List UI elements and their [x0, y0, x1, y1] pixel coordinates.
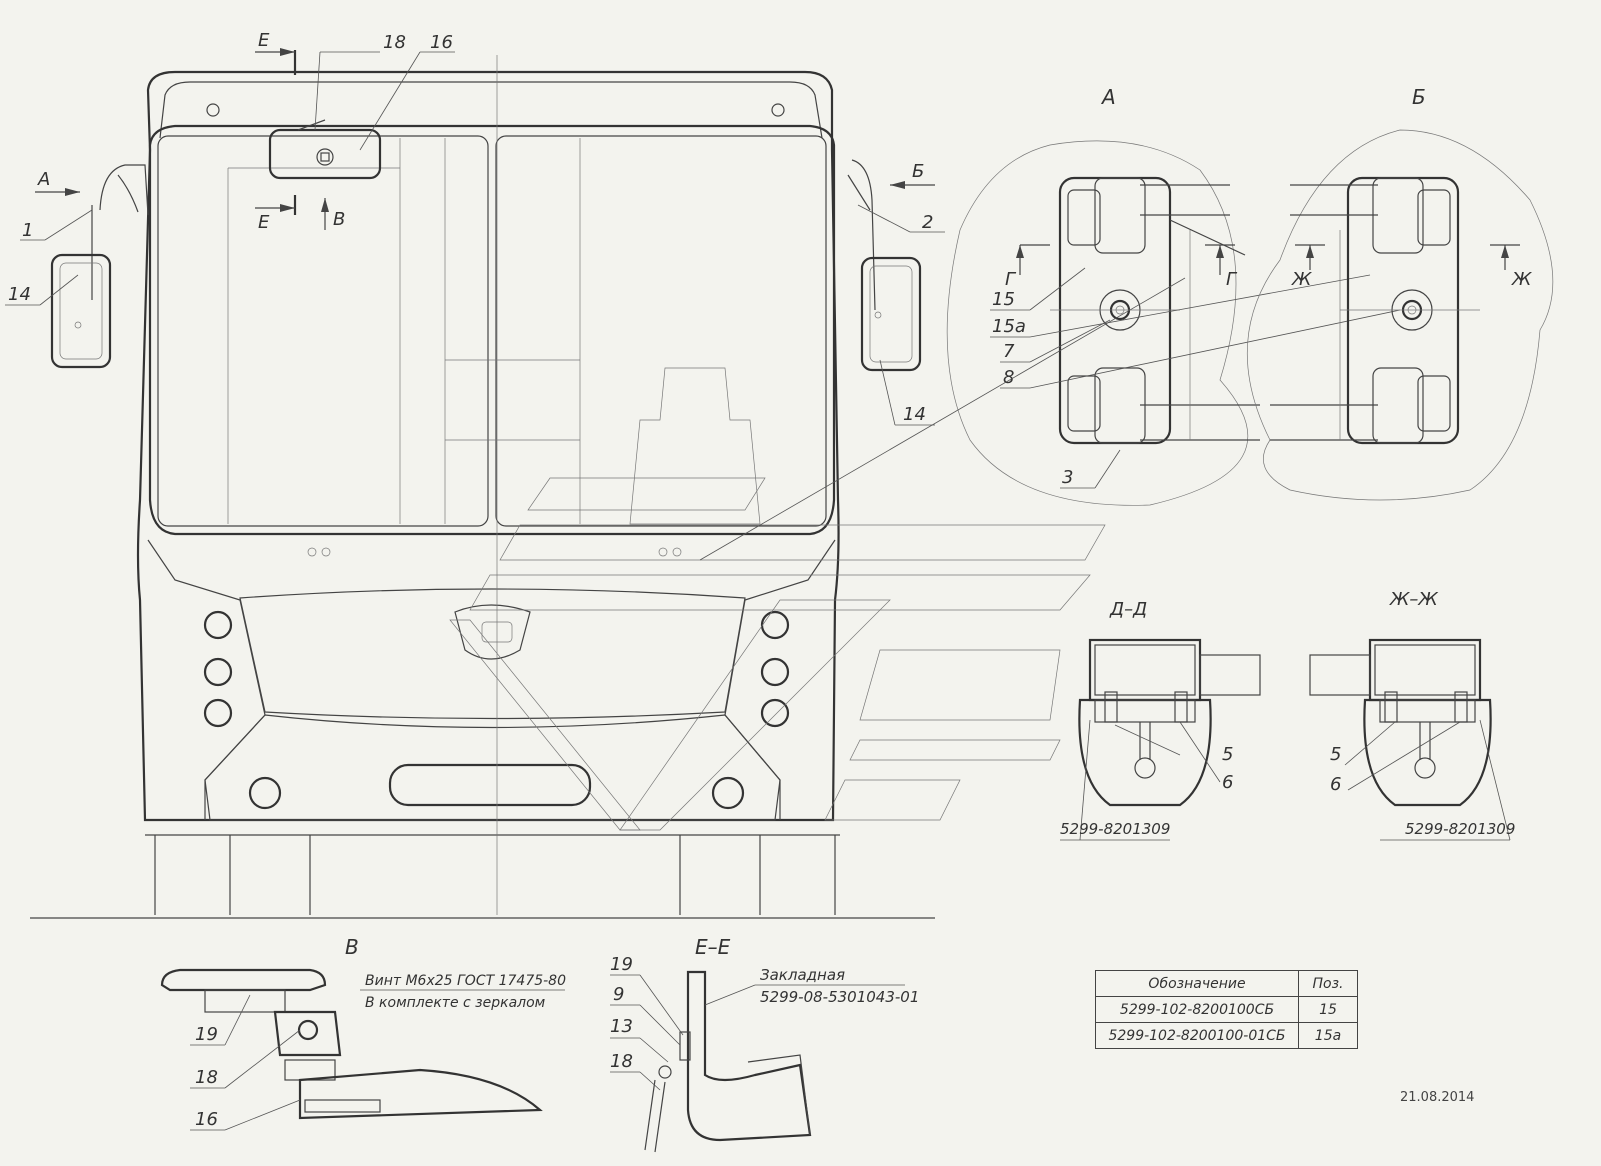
table-row: 5299-102-8200100-01СБ 15а: [1095, 1022, 1358, 1049]
callout-15: 15: [992, 289, 1015, 310]
callout-6-zhzh: 6: [1330, 774, 1341, 795]
callout-1: 1: [22, 220, 33, 241]
embed-label: Закладная: [760, 966, 845, 984]
main-callouts: 18 16 1 14 2 14: [5, 32, 945, 426]
view-v-arrow-label: В: [333, 209, 345, 230]
table-cell-designation: 5299-102-8200100СБ: [1095, 996, 1299, 1023]
callout-2: 2: [922, 212, 933, 233]
table-cell-pos: 15а: [1298, 1022, 1358, 1049]
part-number-dd: 5299-8201309: [1060, 820, 1170, 838]
view-a-title: А: [1100, 85, 1116, 109]
view-b-title: Б: [1412, 85, 1426, 109]
table-row: 5299-102-8200100СБ 15: [1095, 996, 1358, 1023]
view-v-title: В: [345, 935, 359, 959]
callout-14-right: 14: [903, 404, 926, 425]
bus-front-view: [30, 55, 935, 919]
callout-18-v: 18: [195, 1067, 218, 1088]
detail-view-b: Б Ж Ж: [1246, 85, 1554, 501]
callout-15a: 15а: [992, 316, 1026, 337]
section-e-top-label: Е: [258, 30, 270, 51]
section-dd: Д–Д 5299-8201309 5 6: [1060, 599, 1261, 841]
section-e-bottom-label: Е: [258, 212, 270, 233]
callout-18-top: 18: [383, 32, 406, 53]
callout-14-left: 14: [8, 284, 31, 305]
section-zhzh: Ж–Ж 5299-8201309 5 6: [1309, 589, 1515, 841]
embed-code: 5299-08-5301043-01: [760, 988, 919, 1006]
callout-5-dd: 5: [1222, 744, 1233, 765]
callout-7: 7: [1003, 341, 1015, 362]
section-g-left-label: Г: [1005, 269, 1017, 290]
section-zh-right-label: Ж: [1511, 269, 1532, 290]
note-kit: В комплекте с зеркалом: [365, 995, 546, 1011]
view-a-arrow-label: А: [37, 169, 50, 190]
section-ee-title: Е–Е: [695, 935, 731, 959]
table-header-pos: Поз.: [1298, 970, 1358, 997]
callout-3: 3: [1062, 467, 1073, 488]
callout-13: 13: [610, 1016, 633, 1037]
section-marks: Е Е В А Б: [35, 30, 935, 233]
view-v: В Винт М6х25 ГОСТ 17475-80 В комплекте с…: [160, 935, 566, 1131]
section-zhzh-title: Ж–Ж: [1389, 589, 1438, 610]
detail-view-a: А Г Г 15 15а 7 8 3: [699, 85, 1401, 561]
watermark-logo: [449, 477, 1106, 831]
callout-9: 9: [613, 984, 624, 1005]
table-header-designation: Обозначение: [1095, 970, 1299, 997]
callout-6-dd: 6: [1222, 772, 1233, 793]
callout-16-v: 16: [195, 1109, 218, 1130]
callout-19-v: 19: [195, 1024, 218, 1045]
drawing-date: 21.08.2014: [1400, 1090, 1475, 1105]
section-g-right-label: Г: [1226, 269, 1238, 290]
callout-5-zhzh: 5: [1330, 744, 1341, 765]
callout-16-top: 16: [430, 32, 453, 53]
table-cell-designation: 5299-102-8200100-01СБ: [1095, 1022, 1299, 1049]
table-cell-pos: 15: [1298, 996, 1358, 1023]
section-ee: Е–Е Закладная 5299-08-5301043-01 19 9 13…: [610, 935, 919, 1153]
view-b-arrow-label: Б: [912, 161, 924, 182]
part-number-zhzh: 5299-8201309: [1405, 820, 1515, 838]
callout-19-ee: 19: [610, 954, 633, 975]
note-screw: Винт М6х25 ГОСТ 17475-80: [365, 973, 566, 989]
section-dd-title: Д–Д: [1109, 599, 1147, 620]
callout-8: 8: [1003, 367, 1014, 388]
callout-18-ee: 18: [610, 1051, 633, 1072]
designation-table: Обозначение Поз. 5299-102-8200100СБ 15 5…: [1095, 970, 1358, 1049]
section-zh-left-label: Ж: [1291, 269, 1312, 290]
